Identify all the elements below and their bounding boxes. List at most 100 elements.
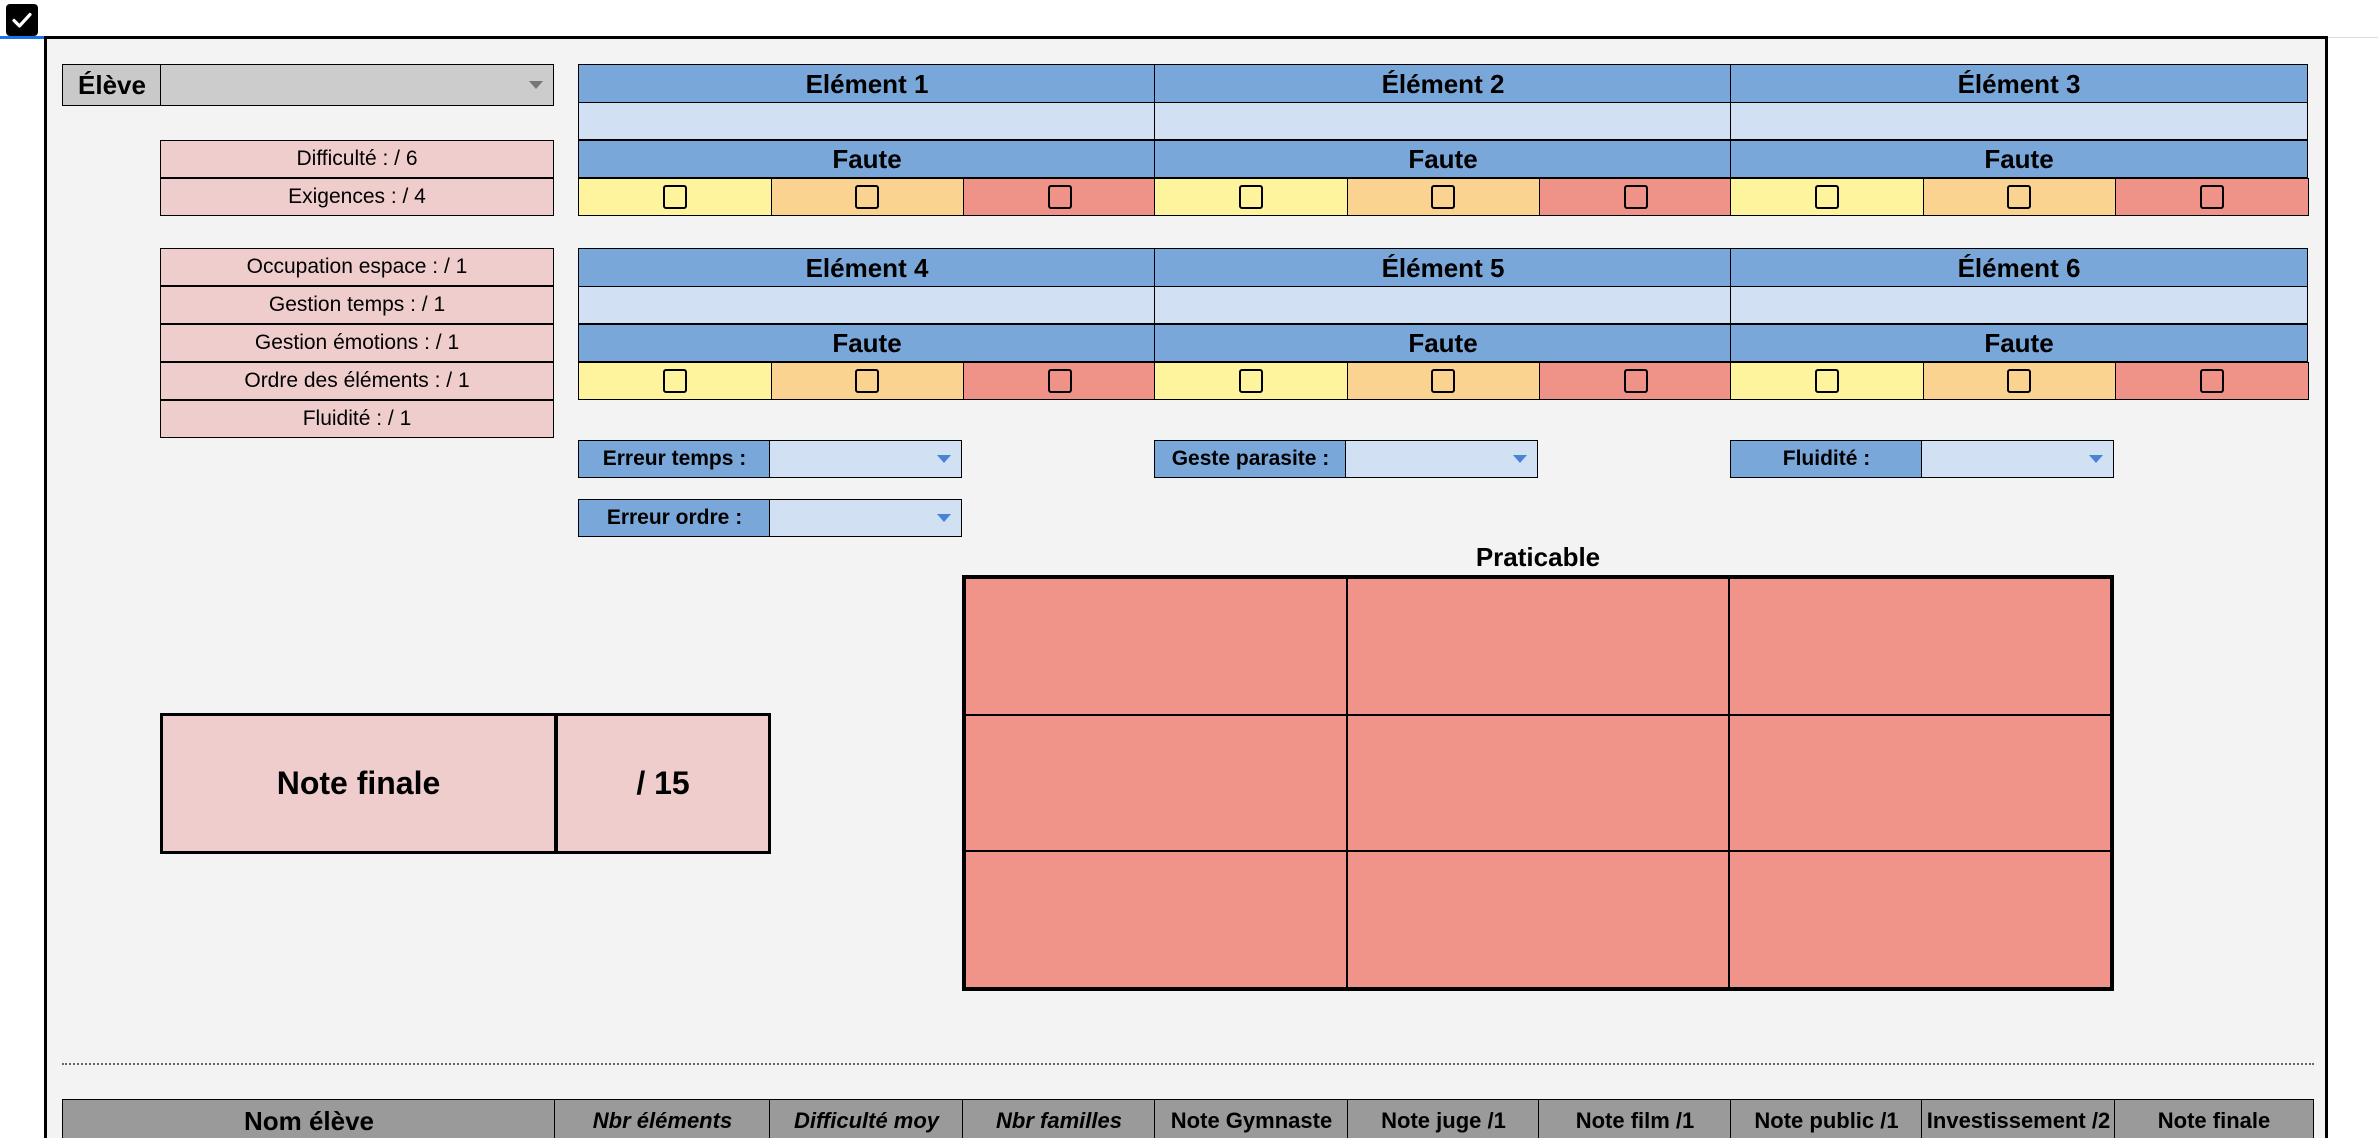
toolbar-strip xyxy=(0,0,2378,38)
chevron-down-icon xyxy=(937,514,951,522)
praticable-grid xyxy=(962,575,2114,991)
criteria-occupation-espace: Occupation espace : / 1 xyxy=(160,248,554,286)
column-header-nom-eleve: Nom élève xyxy=(62,1099,556,1138)
note-finale-value: / 15 xyxy=(555,713,771,854)
element-5-header: Élément 5 xyxy=(1154,248,1732,288)
praticable-cell[interactable] xyxy=(1347,851,1729,988)
faute-medium-cell[interactable] xyxy=(770,362,965,400)
criteria-difficulte: Difficulté : / 6 xyxy=(160,140,554,178)
faute-major-checkbox[interactable] xyxy=(1048,185,1073,209)
faute-header: Faute xyxy=(1730,140,2308,178)
faute-major-cell[interactable] xyxy=(963,362,1157,400)
faute-header: Faute xyxy=(578,140,1156,178)
erreur-temps-label: Erreur temps : xyxy=(578,440,771,478)
faute-major-cell[interactable] xyxy=(1539,362,1733,400)
fluidite-label: Fluidité : xyxy=(1730,440,1923,478)
praticable-cell[interactable] xyxy=(965,851,1347,988)
header-checkbox[interactable] xyxy=(6,4,38,36)
praticable-cell[interactable] xyxy=(1729,714,2111,852)
faute-major-cell[interactable] xyxy=(2115,178,2309,216)
praticable-title: Praticable xyxy=(1475,542,1601,572)
faute-major-checkbox[interactable] xyxy=(1624,185,1649,209)
geste-parasite-select[interactable] xyxy=(1345,440,1538,478)
column-header-difficulte-moy: Difficulté moy xyxy=(769,1099,964,1138)
faute-minor-cell[interactable] xyxy=(1154,362,1348,400)
praticable-cell[interactable] xyxy=(1347,714,1729,852)
element-4-header: Elément 4 xyxy=(578,248,1156,288)
faute-medium-cell[interactable] xyxy=(1922,178,2117,216)
faute-major-checkbox[interactable] xyxy=(2200,185,2225,209)
faute-major-cell[interactable] xyxy=(2115,362,2309,400)
faute-medium-cell[interactable] xyxy=(1346,362,1541,400)
faute-minor-checkbox[interactable] xyxy=(1238,185,1263,209)
element-5-input[interactable] xyxy=(1154,286,1732,324)
faute-medium-checkbox[interactable] xyxy=(855,185,880,209)
faute-minor-cell[interactable] xyxy=(578,178,772,216)
criteria-gestion-emotions: Gestion émotions : / 1 xyxy=(160,324,554,362)
faute-medium-checkbox[interactable] xyxy=(855,369,880,393)
faute-medium-checkbox[interactable] xyxy=(2007,185,2032,209)
geste-parasite-label: Geste parasite : xyxy=(1154,440,1347,478)
faute-major-checkbox[interactable] xyxy=(1624,369,1649,393)
element-2-input[interactable] xyxy=(1154,102,1732,140)
faute-medium-cell[interactable] xyxy=(1922,362,2117,400)
column-header-note-gymnaste: Note Gymnaste xyxy=(1154,1099,1349,1138)
element-4-input[interactable] xyxy=(578,286,1156,324)
note-finale-label: Note finale xyxy=(160,713,557,854)
element-6-input[interactable] xyxy=(1730,286,2308,324)
faute-medium-cell[interactable] xyxy=(770,178,965,216)
spreadsheet-sheet: Élève Difficulté : / 6 Exigences : / 4 E… xyxy=(44,36,2328,1138)
chevron-down-icon xyxy=(2089,455,2103,463)
chevron-down-icon xyxy=(937,455,951,463)
chevron-down-icon xyxy=(1513,455,1527,463)
fluidite-select[interactable] xyxy=(1921,440,2114,478)
faute-medium-cell[interactable] xyxy=(1346,178,1541,216)
faute-header: Faute xyxy=(578,324,1156,362)
faute-minor-cell[interactable] xyxy=(578,362,772,400)
praticable-cell[interactable] xyxy=(965,714,1347,852)
criteria-exigences: Exigences : / 4 xyxy=(160,178,554,216)
column-header-investissement: Investissement /2 xyxy=(1921,1099,2116,1138)
column-header-note-finale: Note finale xyxy=(2114,1099,2314,1138)
element-3-header: Élément 3 xyxy=(1730,64,2308,104)
column-header-note-public: Note public /1 xyxy=(1730,1099,1923,1138)
faute-major-checkbox[interactable] xyxy=(2200,369,2225,393)
faute-minor-cell[interactable] xyxy=(1154,178,1348,216)
erreur-temps-select[interactable] xyxy=(769,440,962,478)
eleve-label: Élève xyxy=(62,64,162,106)
faute-minor-checkbox[interactable] xyxy=(662,185,687,209)
faute-medium-checkbox[interactable] xyxy=(1431,369,1456,393)
element-1-input[interactable] xyxy=(578,102,1156,140)
faute-major-cell[interactable] xyxy=(1539,178,1733,216)
selection-indicator xyxy=(0,36,44,39)
faute-major-cell[interactable] xyxy=(963,178,1157,216)
page-break-line xyxy=(62,1063,2314,1065)
faute-medium-checkbox[interactable] xyxy=(1431,185,1456,209)
faute-minor-checkbox[interactable] xyxy=(1814,185,1839,209)
praticable-cell[interactable] xyxy=(1729,851,2111,988)
faute-minor-cell[interactable] xyxy=(1730,362,1924,400)
element-6-header: Élément 6 xyxy=(1730,248,2308,288)
praticable-cell[interactable] xyxy=(1729,578,2111,715)
praticable-cell[interactable] xyxy=(1347,578,1729,715)
erreur-ordre-label: Erreur ordre : xyxy=(578,499,771,537)
praticable-cell[interactable] xyxy=(965,578,1347,715)
faute-minor-checkbox[interactable] xyxy=(662,369,687,393)
column-header-note-film: Note film /1 xyxy=(1538,1099,1732,1138)
column-header-nbr-familles: Nbr familles xyxy=(962,1099,1156,1138)
column-header-note-juge: Note juge /1 xyxy=(1347,1099,1540,1138)
element-3-input[interactable] xyxy=(1730,102,2308,140)
chevron-down-icon xyxy=(529,81,543,89)
faute-minor-cell[interactable] xyxy=(1730,178,1924,216)
faute-medium-checkbox[interactable] xyxy=(2007,369,2032,393)
faute-minor-checkbox[interactable] xyxy=(1238,369,1263,393)
criteria-ordre-elements: Ordre des éléments : / 1 xyxy=(160,362,554,400)
erreur-ordre-select[interactable] xyxy=(769,499,962,537)
faute-major-checkbox[interactable] xyxy=(1048,369,1073,393)
faute-header: Faute xyxy=(1154,140,1732,178)
eleve-select[interactable] xyxy=(160,64,554,106)
faute-minor-checkbox[interactable] xyxy=(1814,369,1839,393)
check-icon xyxy=(12,12,32,28)
criteria-fluidite: Fluidité : / 1 xyxy=(160,400,554,438)
element-1-header: Elément 1 xyxy=(578,64,1156,104)
